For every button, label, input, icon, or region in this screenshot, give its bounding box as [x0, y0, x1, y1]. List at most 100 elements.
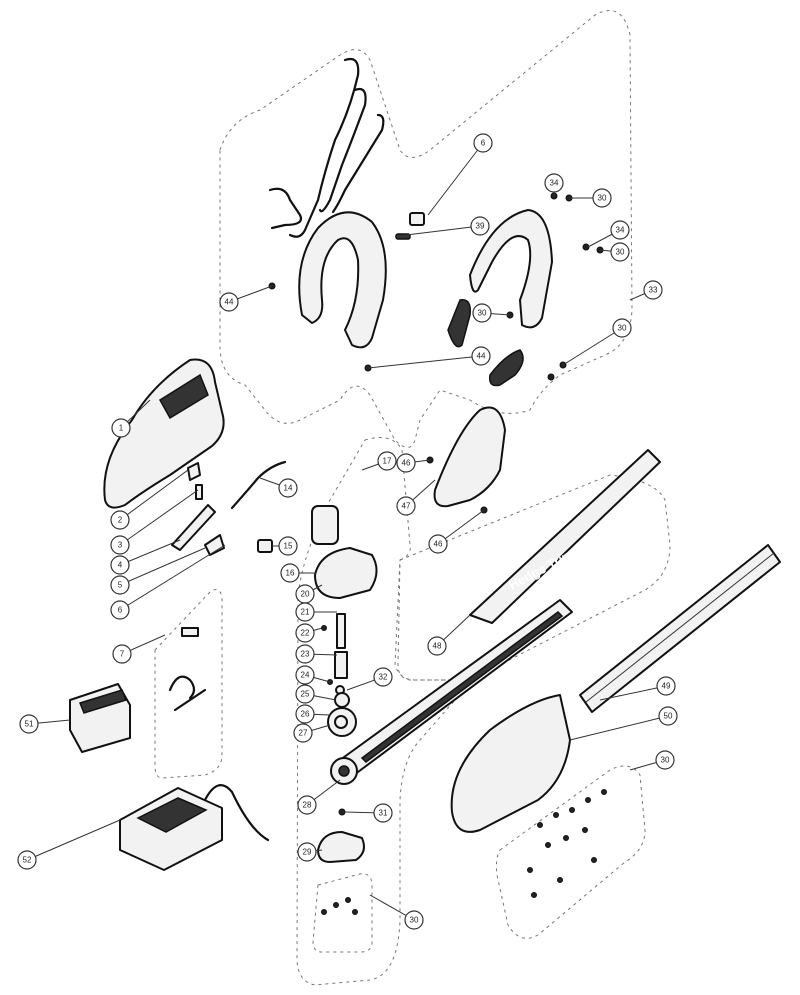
callout-circle [377, 451, 397, 471]
callout-number: 49 [662, 682, 671, 691]
callout-15: 15 [272, 536, 298, 556]
callout-leader-line [119, 469, 189, 521]
callout-30: 30 [599, 242, 630, 262]
callout-6: 6 [427, 133, 493, 216]
callout-circle [110, 555, 130, 575]
callout-circle [110, 575, 130, 595]
callout-48: 48 [427, 614, 471, 656]
callout-number: 23 [301, 650, 310, 659]
callout-34: 34 [587, 220, 630, 248]
callout-circle [110, 535, 130, 555]
callout-circle [612, 318, 632, 338]
callout-number: 26 [301, 710, 310, 719]
callout-number: 6 [481, 139, 486, 148]
callout-circle [396, 453, 416, 473]
callout-49: 49 [599, 676, 676, 701]
callout-number: 15 [284, 542, 293, 551]
callout-number: 28 [303, 801, 312, 810]
callout-6: 6 [110, 544, 226, 620]
callout-number: 21 [301, 608, 310, 617]
callout-leader-line [367, 355, 482, 369]
callout-51: 51 [19, 714, 71, 734]
callout-leader-line [569, 715, 669, 741]
callout-30: 30 [562, 318, 632, 366]
callout-5: 5 [110, 547, 206, 595]
callout-number: 30 [618, 324, 627, 333]
callout-leader-line [397, 225, 481, 237]
callout-circle [278, 478, 298, 498]
callout-leader-line [119, 539, 181, 566]
parts-2-to-6 [171, 460, 287, 556]
callout-circle [396, 496, 416, 516]
callout-circle [295, 644, 315, 664]
callout-number: 33 [649, 286, 658, 295]
callout-number: 6 [118, 606, 123, 615]
callout-leader-line [26, 819, 121, 861]
callout-circle [297, 795, 317, 815]
callout-circle [470, 216, 490, 236]
callout-circle [427, 636, 447, 656]
rear-housing [450, 694, 571, 833]
callout-number: 16 [286, 569, 295, 578]
callout-number: 30 [598, 194, 607, 203]
callout-26: 26 [295, 704, 331, 724]
callout-30: 30 [472, 303, 511, 323]
callout-circle [471, 346, 491, 366]
callout-25: 25 [295, 684, 337, 704]
callout-number: 47 [402, 502, 411, 511]
gearbox-cover [317, 831, 365, 863]
grip-insert-left [447, 299, 472, 348]
callout-44: 44 [367, 346, 491, 369]
callout-30: 30 [569, 188, 612, 208]
callout-leader-line [119, 547, 206, 586]
callout-number: 20 [301, 590, 310, 599]
callout-leader-line [427, 142, 484, 216]
callout-number: 30 [661, 756, 670, 765]
callout-number: 32 [379, 673, 388, 682]
callout-circle [428, 534, 448, 554]
callout-20: 20 [295, 584, 323, 604]
handle-frame-right [469, 209, 553, 329]
callout-circle [656, 676, 676, 696]
callout-circle [295, 623, 315, 643]
callout-number: 39 [476, 222, 485, 231]
grip-insert-right [488, 349, 524, 387]
callout-circle [219, 292, 239, 312]
callout-number: 31 [379, 809, 388, 818]
callout-circle [295, 704, 315, 724]
callout-number: 2 [118, 516, 123, 525]
battery-pack [69, 683, 131, 753]
callout-number: 30 [410, 916, 419, 925]
callout-31: 31 [344, 803, 393, 823]
callout-32: 32 [346, 667, 393, 691]
callout-number: 1 [119, 424, 124, 433]
callout-number: 27 [299, 729, 308, 738]
callout-circle [110, 510, 130, 530]
callout-24: 24 [295, 665, 331, 685]
callout-circle [17, 850, 37, 870]
callout-1: 1 [111, 399, 151, 438]
callout-circle [297, 842, 317, 862]
callout-circle [658, 706, 678, 726]
callout-circle [278, 536, 298, 556]
callout-number: 5 [118, 581, 123, 590]
callout-circle [473, 133, 493, 153]
callout-number: 4 [118, 561, 123, 570]
callout-46: 46 [396, 453, 431, 473]
callout-leader-line [562, 327, 623, 366]
callout-circle [295, 602, 315, 622]
callout-leader-line [119, 489, 199, 546]
callout-44: 44 [219, 285, 273, 312]
battery-wiring-zone [154, 589, 223, 779]
callout-circle [295, 665, 315, 685]
callout-14: 14 [259, 477, 298, 498]
callout-number: 14 [284, 484, 293, 493]
charger [119, 784, 270, 871]
callout-number: 30 [478, 309, 487, 318]
callout-28: 28 [297, 779, 341, 815]
callout-50: 50 [569, 706, 678, 741]
callout-circle [373, 667, 393, 687]
callout-circle [295, 684, 315, 704]
